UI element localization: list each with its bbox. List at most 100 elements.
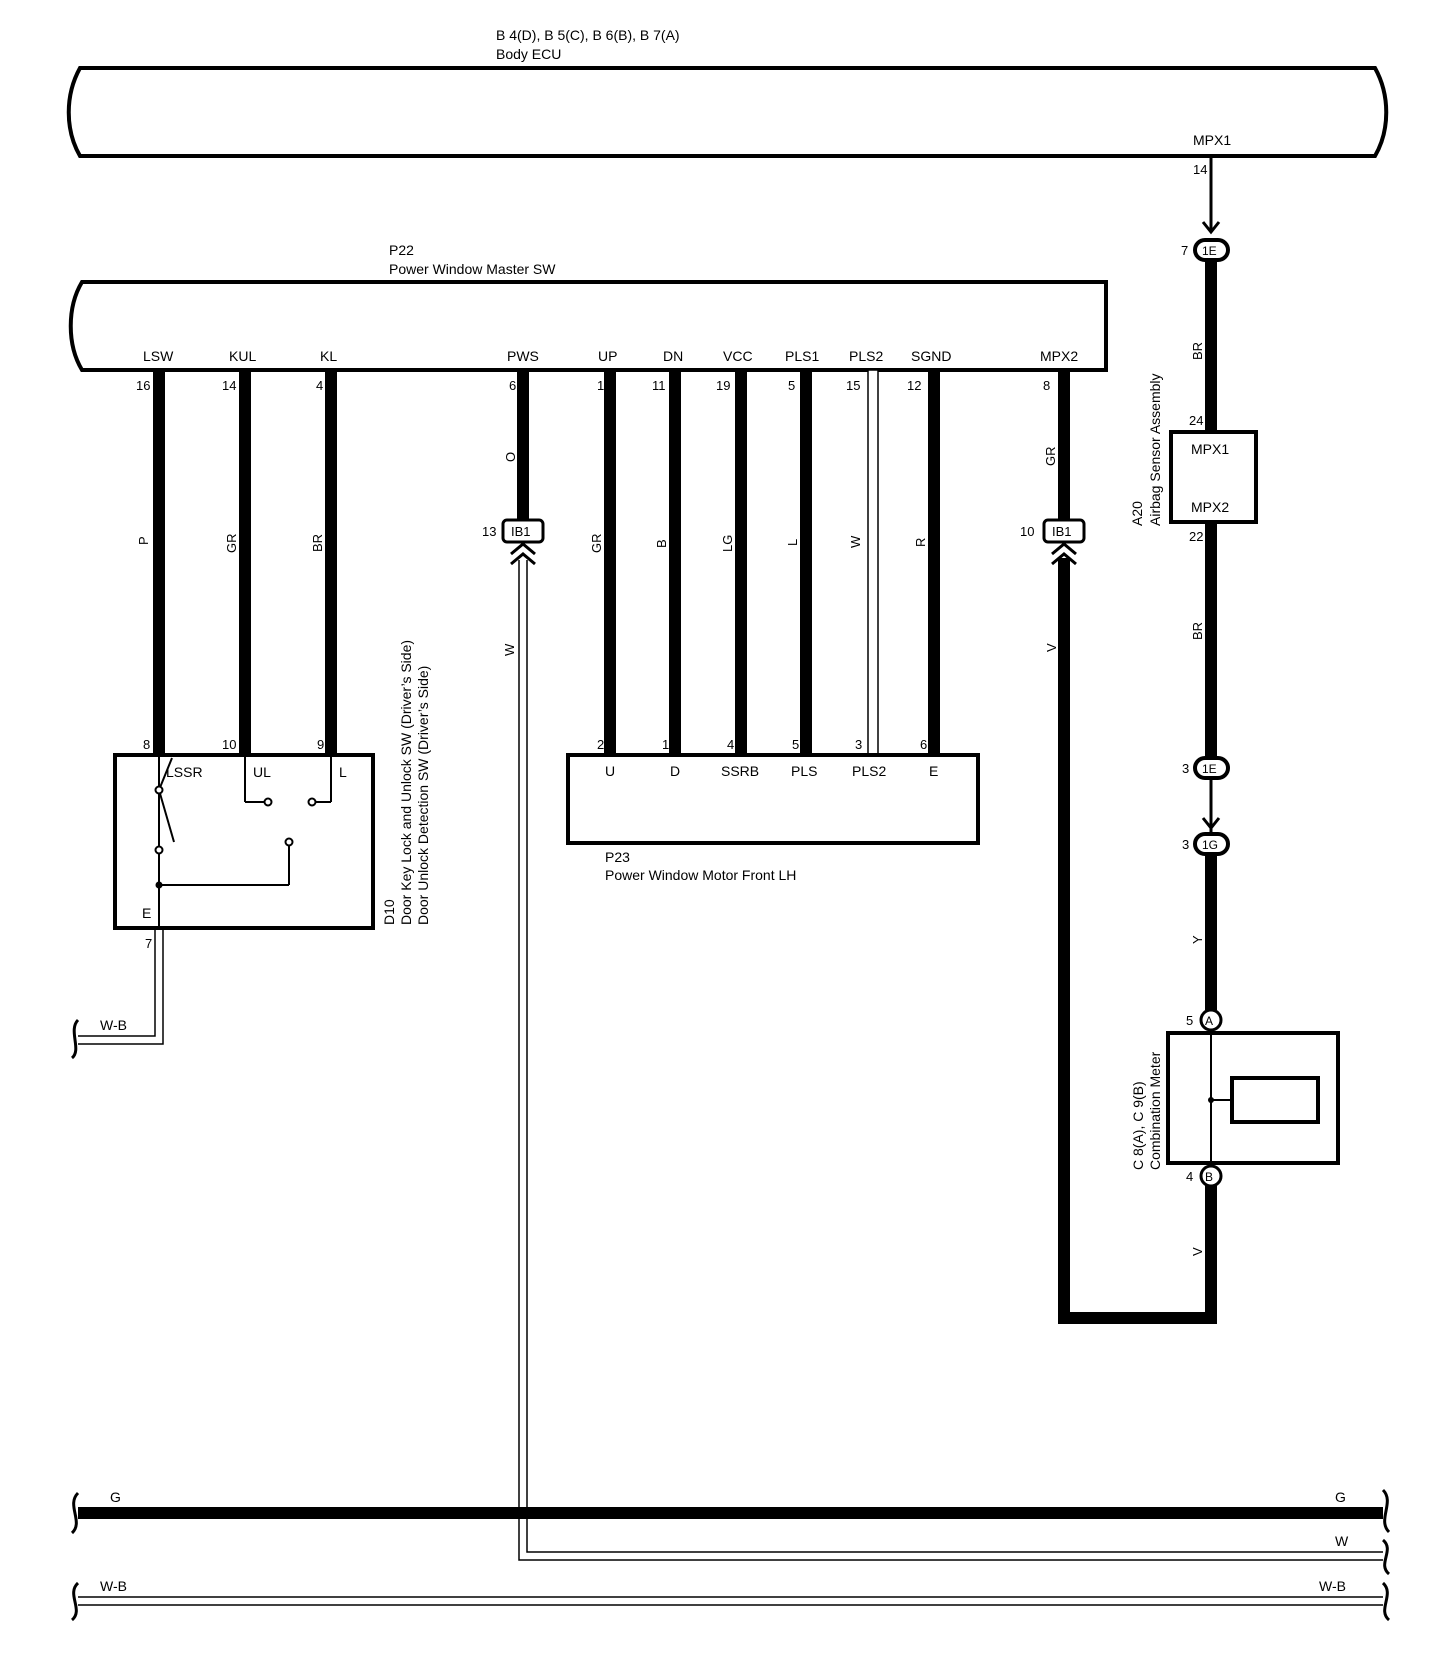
wb-ground-wire-inner bbox=[78, 928, 164, 1045]
d10-terminal-e: E bbox=[142, 905, 151, 921]
d10-code: D10 bbox=[381, 899, 397, 925]
wb-bus-label-right: W-B bbox=[1319, 1578, 1346, 1594]
wire-color-gr3: GR bbox=[1043, 447, 1058, 467]
d10-ground-pin: 7 bbox=[145, 936, 152, 951]
wire-break-icon bbox=[70, 1581, 80, 1622]
pin-dn: 11 bbox=[652, 378, 666, 393]
terminal-vcc: VCC bbox=[723, 348, 753, 364]
a20-out-terminal: MPX2 bbox=[1191, 499, 1229, 515]
ib1-right-box bbox=[1042, 518, 1086, 544]
window-motor-box bbox=[566, 753, 980, 845]
w-bus-label-right: W bbox=[1335, 1533, 1349, 1549]
y-wire-color: Y bbox=[1190, 935, 1205, 944]
wire-pls2 bbox=[867, 369, 879, 756]
c8-conn-a bbox=[1199, 1008, 1223, 1032]
p23-terminal-e: E bbox=[929, 763, 938, 779]
g-bus-label-left: G bbox=[110, 1489, 121, 1505]
pin-pls1: 5 bbox=[788, 378, 795, 393]
d10-name1: Door Key Lock and Unlock SW (Driver’s Si… bbox=[398, 640, 414, 925]
p23-terminal-pls2: PLS2 bbox=[852, 763, 886, 779]
switch-contact-icon bbox=[154, 845, 164, 855]
c8-in-pin: 5 bbox=[1186, 1013, 1193, 1028]
d10-terminal-ul: UL bbox=[253, 764, 271, 780]
p23-pin-3: 3 bbox=[855, 737, 862, 752]
e1-bottom-pin: 3 bbox=[1182, 761, 1189, 776]
e1-bottom-label: 1E bbox=[1202, 762, 1217, 776]
body-ecu-codes: B 4(D), B 5(C), B 6(B), B 7(A) bbox=[496, 27, 680, 43]
terminal-pls1: PLS1 bbox=[785, 348, 819, 364]
master-sw-code: P22 bbox=[389, 242, 414, 258]
ib1-left-pin: 13 bbox=[482, 524, 496, 539]
terminal-pls2: PLS2 bbox=[849, 348, 883, 364]
terminal-dn: DN bbox=[663, 348, 683, 364]
br-wire-color-top: BR bbox=[1190, 342, 1205, 360]
terminal-mpx2: MPX2 bbox=[1040, 348, 1078, 364]
terminal-lsw: LSW bbox=[143, 348, 174, 364]
wb-bus-label-left: W-B bbox=[100, 1578, 127, 1594]
c8-conn-a-label: A bbox=[1205, 1014, 1213, 1028]
body-ecu-name: Body ECU bbox=[496, 46, 561, 62]
pin-pls2: 15 bbox=[846, 378, 860, 393]
buses: G G W W-B W-B bbox=[70, 1488, 1391, 1622]
meter-gauge-icon bbox=[1230, 1076, 1320, 1124]
v-wire-color-bottom: V bbox=[1190, 1247, 1205, 1256]
p23-code: P23 bbox=[605, 849, 630, 865]
master-sw-box bbox=[68, 280, 1108, 372]
switch-contact-icon bbox=[307, 797, 317, 807]
terminal-kul: KUL bbox=[229, 348, 256, 364]
wb-ground-wire-outer bbox=[78, 928, 156, 1037]
pin-mpx2: 8 bbox=[1043, 378, 1050, 393]
wire-break-icon bbox=[1381, 1488, 1391, 1534]
junction-node bbox=[155, 881, 163, 889]
wire-break-icon bbox=[1381, 1538, 1391, 1576]
v-wire bbox=[1058, 558, 1217, 1324]
d10-pin-8: 8 bbox=[143, 737, 150, 752]
g1-pin: 3 bbox=[1182, 837, 1189, 852]
e1-top-conn bbox=[1193, 238, 1230, 262]
pin-kl: 4 bbox=[316, 378, 323, 393]
wires: P GR BR O GR B LG L W R GR 8 10 9 2 1 4 … bbox=[136, 369, 1070, 756]
switch-contact-icon bbox=[263, 797, 273, 807]
pin-kul: 14 bbox=[222, 378, 236, 393]
p23-terminal-u: U bbox=[605, 763, 615, 779]
p23-pin-2: 2 bbox=[597, 737, 604, 752]
ib1-left-label: IB1 bbox=[511, 524, 531, 539]
meter-node bbox=[1208, 1097, 1214, 1103]
window-motor: U D SSRB PLS PLS2 E P23 Power Window Mot… bbox=[566, 753, 980, 883]
ib1-right-chevron-icon bbox=[1051, 542, 1077, 566]
d10-terminal-l: L bbox=[339, 764, 347, 780]
wire-color-p: P bbox=[136, 536, 151, 545]
e1-top-label: 1E bbox=[1202, 244, 1217, 258]
c8-codes: C 8(A), C 9(B) bbox=[1130, 1081, 1146, 1170]
wire-break-icon bbox=[70, 1018, 80, 1060]
pin-sgnd: 12 bbox=[907, 378, 921, 393]
d10-ground-wire: W-B bbox=[100, 1017, 127, 1033]
d10-name2: Door Unlock Detection SW (Driver’s Side) bbox=[415, 666, 431, 925]
wire-color-gr2: GR bbox=[589, 534, 604, 554]
a20-code: A20 bbox=[1129, 501, 1145, 526]
terminal-pws: PWS bbox=[507, 348, 539, 364]
c8-conn-b bbox=[1199, 1164, 1223, 1188]
p23-pin-1: 1 bbox=[662, 737, 669, 752]
wire-color-gr1: GR bbox=[224, 534, 239, 554]
w-wire-outer bbox=[518, 560, 1383, 1561]
arrow-down-icon bbox=[1201, 221, 1221, 235]
a20-in-terminal: MPX1 bbox=[1191, 441, 1229, 457]
body-ecu-pin: 14 bbox=[1193, 162, 1207, 177]
wire-color-o: O bbox=[503, 452, 518, 462]
p23-terminal-pls: PLS bbox=[791, 763, 817, 779]
master-switch: P22 Power Window Master SW LSW KUL KL PW… bbox=[68, 242, 1108, 393]
ib1-left-box bbox=[501, 518, 545, 544]
pin-vcc: 19 bbox=[716, 378, 730, 393]
body-ecu-terminal-mpx1: MPX1 bbox=[1193, 132, 1231, 148]
a20-in-pin: 24 bbox=[1189, 413, 1203, 428]
d10-terminal-lssr: LSSR bbox=[166, 764, 203, 780]
right-column: 1E 7 BR 24 MPX1 MPX2 A20 Airbag Sensor A… bbox=[1129, 238, 1340, 1256]
p23-pin-6: 6 bbox=[920, 737, 927, 752]
p23-terminal-d: D bbox=[670, 763, 680, 779]
p23-terminal-ssrb: SSRB bbox=[721, 763, 759, 779]
arrow-down-icon-2 bbox=[1201, 817, 1221, 831]
airbag-sensor-box bbox=[1169, 430, 1258, 524]
c8-name: Combination Meter bbox=[1147, 1051, 1163, 1170]
p23-pin-4: 4 bbox=[727, 737, 734, 752]
